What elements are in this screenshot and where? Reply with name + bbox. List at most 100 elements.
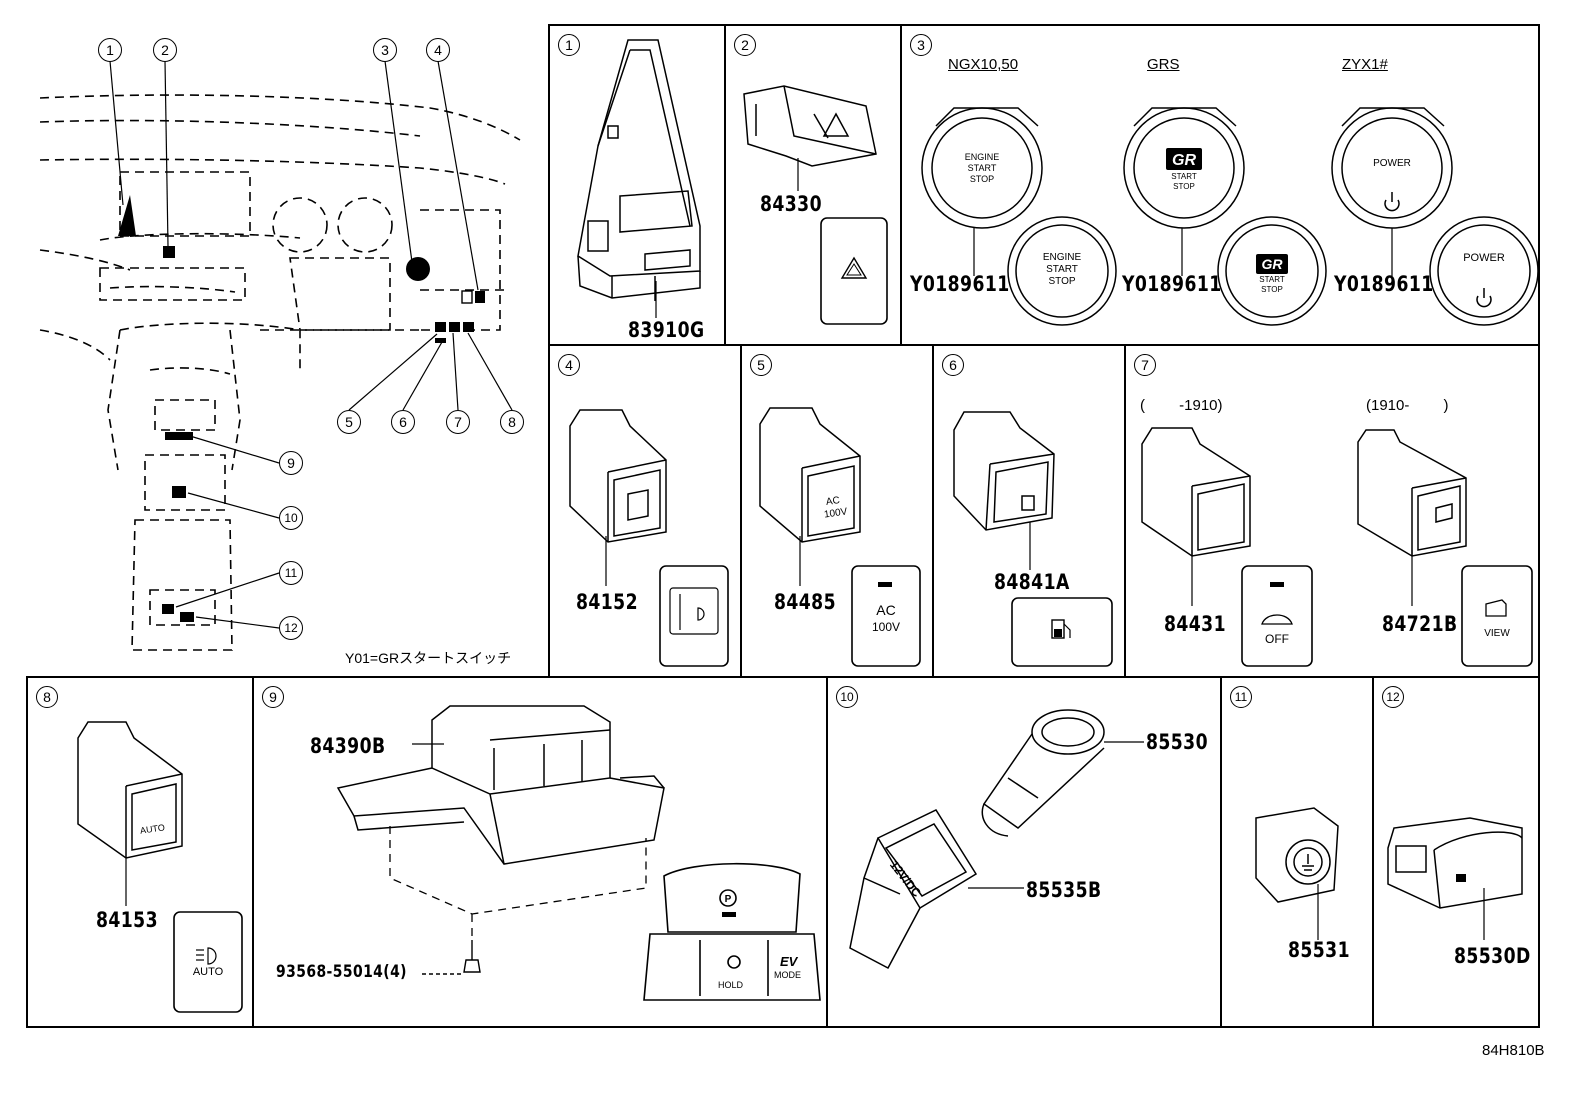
overview-callout-10: 10 [279,506,303,530]
model-label-grs: GRS [1147,56,1180,73]
cell-4: 4 84152 [548,344,742,678]
btn-line: STOP [1261,285,1283,294]
btn-line: ENGINE [1042,252,1082,263]
parking-brake-switch-drawing: P [336,705,821,1001]
part-number-84841A: 84841A [994,570,1070,594]
btn-text-ngx-small: ENGINE START STOP [1030,252,1094,288]
overview-callout-2: 2 [153,38,177,62]
cell-12: 12 85530D [1372,676,1540,1028]
ac-label-switch: AC [825,495,841,508]
btn-line: START [1171,172,1197,181]
btn-line: START [1259,275,1285,284]
cell-7-number: 7 [1134,354,1156,376]
part-number-85530D: 85530D [1454,944,1531,968]
btn-line: STOP [1048,276,1076,287]
overview-callout-1: 1 [98,38,122,62]
off-label: OFF [1265,632,1289,646]
bolt-part-number: 93568-55014(4) [276,962,407,982]
svg-text:P: P [725,894,732,905]
auto-headlight-switch-drawing [77,721,243,1013]
btn-line: STOP [969,174,995,184]
part-number-85531: 85531 [1288,938,1350,962]
part-number-84721B: 84721B [1382,612,1458,636]
hold-label: HOLD [718,980,744,990]
cell-7: 7 ( -1910) (1910- ) OFF VIEW 84431 84721… [1124,344,1540,678]
cell-6-number: 6 [942,354,964,376]
switch-assembly-1 [577,39,701,318]
cell-9-number: 9 [262,686,284,708]
svg-text:GR: GR [1262,256,1284,272]
fuel-lid-switch-drawing [953,411,1113,667]
part-number-83910G: 83910G [628,318,705,342]
part-number-85535B: 85535B [1026,878,1102,902]
overview-callout-4: 4 [426,38,450,62]
cell-11: 11 85531 [1220,676,1374,1028]
cell-8: 8 AUTO AUTO 84153 [26,676,254,1028]
auto-label-icon: AUTO [192,966,224,978]
part-number-84330: 84330 [760,192,822,216]
btn-line: START [1046,264,1078,275]
cell-6: 6 84841A [932,344,1126,678]
btn-line: POWER [1373,158,1411,169]
model-label-ngx: NGX10,50 [948,56,1019,73]
switch-drawing-4 [569,409,729,667]
cell-3-number: 3 [910,34,932,56]
btn-line: START [967,163,997,173]
part-number-Y0189611-c: Y0189611 [1334,272,1434,296]
part-number-84485: 84485 [774,590,836,614]
cell-1: 1 83910G [548,24,726,346]
overview-callout-5: 5 [337,410,361,434]
part-number-84431: 84431 [1164,612,1226,636]
cell-11-number: 11 [1230,686,1252,708]
switch-drawings-7 [1141,427,1533,667]
ac-label-icon: AC [876,602,896,618]
range-label-after-1910: (1910- ) [1366,397,1449,414]
cell-3: 3 NGX10,50 GRS ZYX1# [900,24,1540,346]
cell-9: 9 [252,676,828,1028]
cell-2: 2 84330 [724,24,902,346]
part-number-85530: 85530 [1146,730,1208,754]
part-number-84153: 84153 [96,908,158,932]
overview-callout-7: 7 [446,410,470,434]
ac-volt-label-icon: 100V [871,620,901,634]
model-label-zyx: ZYX1# [1342,56,1388,73]
cell-4-number: 4 [558,354,580,376]
btn-text-ngx-large: ENGINE START STOP [952,152,1012,185]
start-switch-drawings: GR GR [921,107,1539,326]
cell-5: 5 AC 100V AC 100V 84485 [740,344,934,678]
btn-text-grs-small: START STOP [1246,275,1298,295]
ev-label: EV [780,954,798,969]
btn-line: ENGINE [964,152,1000,162]
part-number-Y0189611-a: Y0189611 [910,272,1010,296]
mode-label: MODE [774,970,801,980]
range-label-before-1910: ( -1910) [1140,397,1223,414]
usb-outlet-drawing [1255,807,1339,940]
dashboard-illustration [39,60,521,651]
power-outlet-drawing [849,709,1144,970]
btn-text-zyx-large: POWER [1362,158,1422,169]
overview-callout-3: 3 [373,38,397,62]
ac-outlet-switch-drawing [759,407,921,667]
part-number-84152: 84152 [576,590,638,614]
view-label: VIEW [1484,628,1510,639]
cell-1-number: 1 [558,34,580,56]
btn-line: POWER [1463,252,1505,264]
overview-note: Y01=GRスタートスイッチ [345,650,512,666]
dashboard-overview: 1 2 3 4 5 6 7 8 9 10 11 12 Y01=GRスタートスイッ… [0,0,548,676]
cell-10-number: 10 [836,686,858,708]
btn-line: STOP [1173,182,1195,191]
svg-text:GR: GR [1172,152,1196,169]
hazard-switch-drawing [743,85,888,325]
btn-text-zyx-small: POWER [1454,252,1514,264]
overview-callout-12: 12 [279,616,303,640]
cell-5-number: 5 [750,354,772,376]
part-number-84390B: 84390B [310,734,386,758]
overview-callout-8: 8 [500,410,524,434]
cell-2-number: 2 [734,34,756,56]
cell-8-number: 8 [36,686,58,708]
btn-text-grs-large: START STOP [1158,172,1210,192]
overview-callout-11: 11 [279,561,303,585]
diagram-code: 84H810B [1482,1042,1545,1059]
ac-outlet-drawing [1387,817,1523,940]
cell-12-number: 12 [1382,686,1404,708]
